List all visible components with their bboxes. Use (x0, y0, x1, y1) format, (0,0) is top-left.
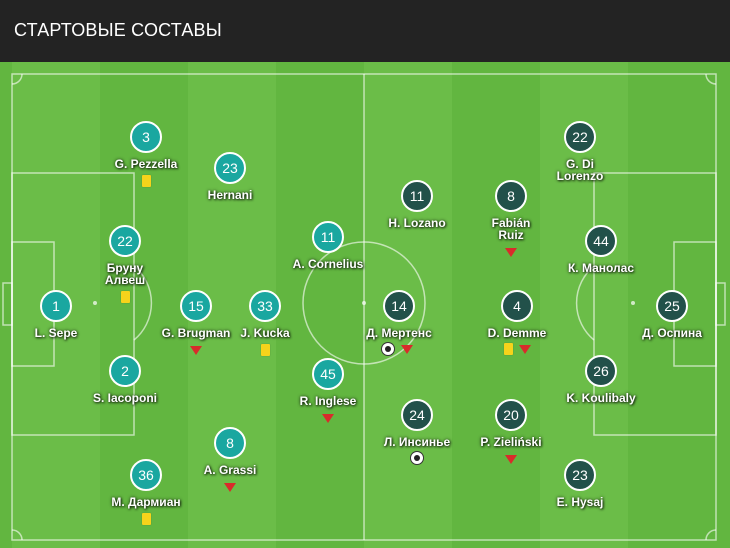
player-name: P. Zieliński (480, 435, 542, 449)
player-name: K. Koulibaly (566, 391, 636, 405)
player-name: Д. Оспина (642, 326, 702, 340)
player-name: М. Дармиан (111, 495, 181, 509)
player-name: L. Sepe (34, 326, 78, 340)
player-name: Hernani (207, 188, 253, 202)
player-name: A. Cornelius (292, 257, 364, 271)
player-number: 11 (401, 180, 433, 212)
yellow-card-icon (504, 343, 513, 355)
center-spot (362, 301, 366, 305)
player-name: H. Lozano (388, 216, 446, 230)
player-name: S. Iacoponi (92, 391, 157, 405)
corner-arc-bl (11, 529, 23, 541)
page-title: СТАРТОВЫЕ СОСТАВЫ (14, 20, 222, 40)
player-number: 33 (249, 290, 281, 322)
right-goal (715, 282, 726, 326)
left-goal (2, 282, 13, 326)
player-name: G. Di Lorenzo (556, 157, 604, 183)
player-number: 11 (312, 221, 344, 253)
right-penalty-spot (631, 301, 635, 305)
goal-ball-icon (382, 343, 394, 355)
yellow-card-icon (121, 291, 130, 303)
corner-arc-br (705, 529, 717, 541)
center-circle (302, 241, 426, 365)
player-number: 22 (564, 121, 596, 153)
substitution-off-icon (224, 483, 236, 492)
player-number: 45 (312, 358, 344, 390)
corner-arc-tl (11, 73, 23, 85)
player-number: 36 (130, 459, 162, 491)
left-penalty-spot (93, 301, 97, 305)
player-name: E. Hysaj (556, 495, 604, 509)
right-penalty-arc (575, 265, 595, 341)
substitution-off-icon (519, 345, 531, 354)
football-pitch: 1 L. Sepe 3 G. Pezzella 22 Бруну Алвеш 2… (0, 62, 730, 548)
player-number: 26 (585, 355, 617, 387)
player-number: 1 (40, 290, 72, 322)
player-name: J. Kucka (240, 326, 290, 340)
substitution-off-icon (505, 248, 517, 257)
substitution-off-icon (401, 345, 413, 354)
player-name: G. Pezzella (114, 157, 178, 171)
player-name: К. Манолас (567, 261, 635, 275)
yellow-card-icon (142, 175, 151, 187)
yellow-card-icon (261, 344, 270, 356)
player-number: 23 (564, 459, 596, 491)
player-name: D. Demme (487, 326, 547, 340)
player-number: 24 (401, 399, 433, 431)
substitution-off-icon (505, 455, 517, 464)
player-number: 8 (495, 180, 527, 212)
header-bar: СТАРТОВЫЕ СОСТАВЫ (0, 0, 730, 62)
player-name: Бруну Алвеш (104, 261, 146, 287)
yellow-card-icon (142, 513, 151, 525)
player-number: 44 (585, 225, 617, 257)
player-number: 2 (109, 355, 141, 387)
corner-arc-tr (705, 73, 717, 85)
player-number: 8 (214, 427, 246, 459)
player-name: G. Brugman (161, 326, 231, 340)
pitch-markings (0, 62, 730, 548)
player-number: 22 (109, 225, 141, 257)
player-number: 23 (214, 152, 246, 184)
player-name: Д. Мертенс (366, 326, 432, 340)
player-number: 25 (656, 290, 688, 322)
pitch-stripes (0, 62, 730, 548)
player-name: Fabián Ruiz (491, 216, 531, 242)
player-number: 15 (180, 290, 212, 322)
player-number: 3 (130, 121, 162, 153)
player-number: 14 (383, 290, 415, 322)
player-name: Л. Инсинье (383, 435, 451, 449)
player-number: 20 (495, 399, 527, 431)
player-number: 4 (501, 290, 533, 322)
left-penalty-arc (133, 265, 153, 341)
substitution-off-icon (190, 346, 202, 355)
substitution-off-icon (322, 414, 334, 423)
player-name: R. Inglese (299, 394, 357, 408)
goal-ball-icon (411, 452, 423, 464)
player-name: A. Grassi (203, 463, 257, 477)
